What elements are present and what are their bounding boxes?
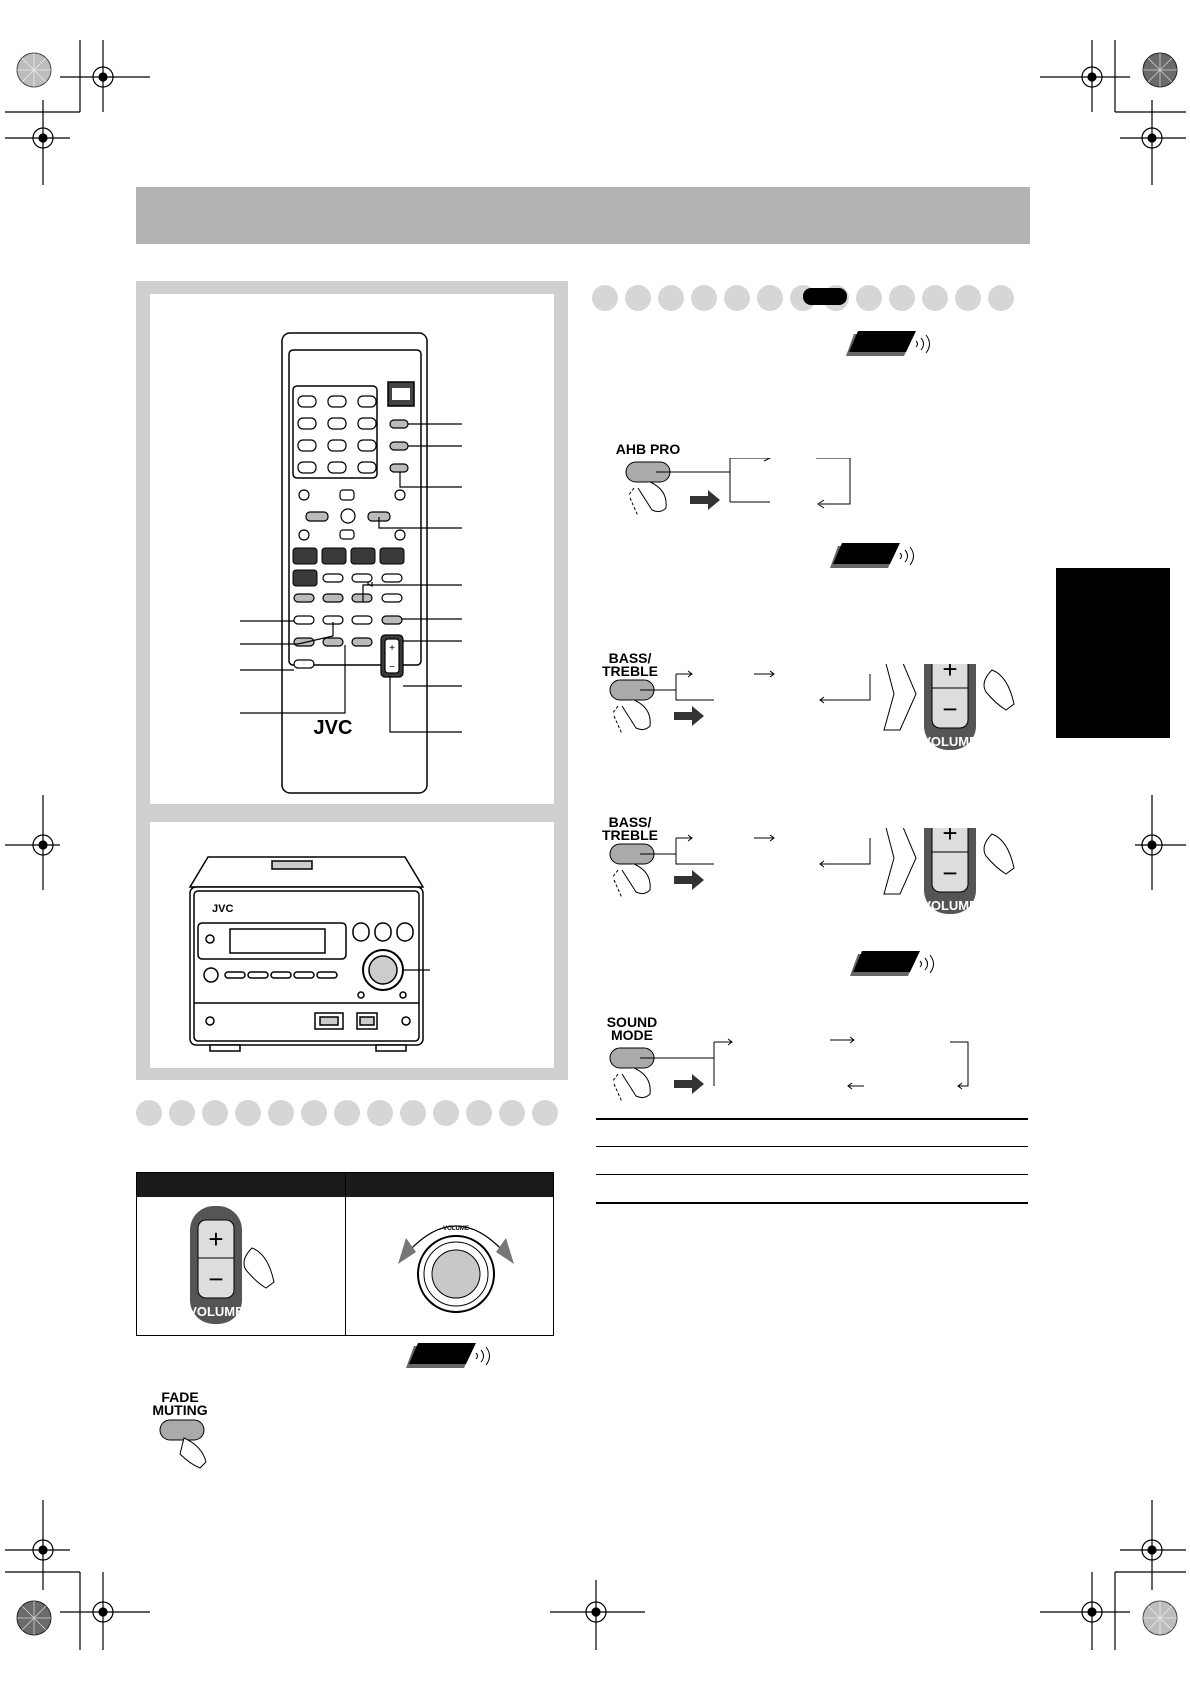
- bass-treble-button-2[interactable]: + − VOLUME: [604, 828, 1024, 918]
- table-rule: [596, 1146, 1028, 1147]
- svg-text:+: +: [942, 828, 957, 848]
- fade-muting-label: FADE MUTING: [152, 1389, 208, 1418]
- svg-text:VOLUME: VOLUME: [922, 734, 978, 749]
- sound-mode-label: SOUND MODE: [606, 1014, 658, 1043]
- ahb-pro-label: AHB PRO: [615, 441, 681, 457]
- sound-mode-button[interactable]: [604, 1030, 984, 1110]
- volume-table: [136, 1172, 554, 1336]
- fade-muting-button[interactable]: [154, 1416, 234, 1476]
- svg-text:+: +: [942, 664, 957, 684]
- table-rule: [596, 1174, 1028, 1175]
- section-title-dots-left: [136, 1100, 558, 1126]
- svg-text:−: −: [208, 1264, 223, 1294]
- svg-text:−: −: [942, 858, 957, 888]
- svg-text:JVC: JVC: [314, 717, 353, 739]
- svg-text:+: +: [208, 1224, 223, 1254]
- table-rule: [596, 1118, 1028, 1120]
- remote-only-icon: [850, 951, 934, 976]
- unit-volume-dial-illustration: VOLUME: [398, 1225, 514, 1313]
- remote-only-icon: [830, 543, 914, 568]
- svg-text:−: −: [389, 662, 395, 673]
- ahb-pro-button[interactable]: [620, 458, 860, 520]
- svg-text:VOLUME: VOLUME: [922, 898, 978, 913]
- remote-volume-button-illustration: + − VOLUME: [188, 1206, 275, 1324]
- svg-text:VOLUME: VOLUME: [188, 1304, 244, 1319]
- remote-only-icon: [846, 331, 930, 356]
- remote-control-illustration: + − JVC: [240, 332, 462, 794]
- section-side-tab: [1056, 568, 1170, 738]
- svg-text:VOLUME: VOLUME: [443, 1226, 469, 1232]
- section-title-dots-right: [592, 285, 1014, 311]
- svg-text:−: −: [942, 694, 957, 724]
- main-unit-illustration: JVC: [188, 856, 430, 1052]
- page-header-band: [136, 187, 1030, 244]
- svg-text:+: +: [389, 643, 395, 654]
- bass-treble-label-1: BASS/ TREBLE: [602, 650, 658, 679]
- table-rule: [596, 1202, 1028, 1204]
- unit-brand-logo: JVC: [212, 903, 233, 915]
- remote-only-icon: [406, 1343, 490, 1368]
- bass-treble-button-1[interactable]: + − VOLUME: [604, 664, 1024, 754]
- bass-treble-label-2: BASS/ TREBLE: [602, 814, 658, 843]
